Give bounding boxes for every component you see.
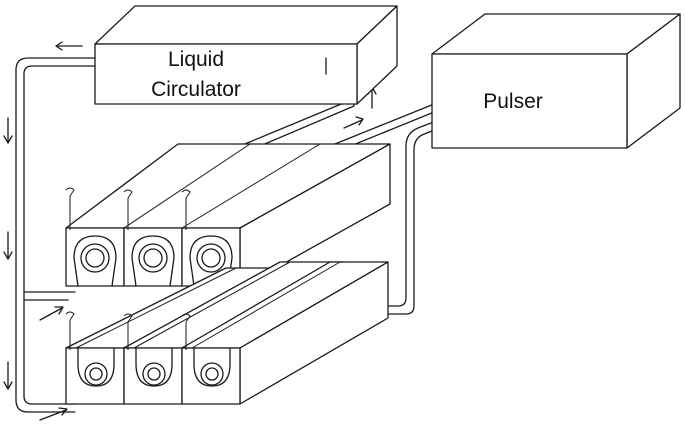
upper-cell-3-tube <box>189 235 233 287</box>
lower-cell-2 <box>123 347 183 405</box>
circulator-label-line1: Liquid <box>168 48 224 71</box>
lower-cell-1 <box>65 347 125 405</box>
lower-cell-3-tube <box>193 347 231 387</box>
upper-cell-2 <box>123 227 183 287</box>
lower-cell-2-tube <box>135 347 173 387</box>
lower-cell-3 <box>181 347 241 405</box>
liquid-circulator: Liquid Circulator <box>94 5 398 105</box>
circulator-label-line2: Circulator <box>151 78 241 101</box>
pulser: Pulser <box>431 13 681 149</box>
upper-cell-1 <box>65 227 125 287</box>
lower-cell-1-tube <box>77 347 115 387</box>
upper-cell-2-tube <box>131 235 175 287</box>
upper-cell-row <box>65 143 391 289</box>
pulser-label: Pulser <box>483 90 543 113</box>
lower-cell-row <box>65 261 389 405</box>
left-return-pipe <box>15 57 96 413</box>
upper-cell-1-tube <box>73 235 117 287</box>
